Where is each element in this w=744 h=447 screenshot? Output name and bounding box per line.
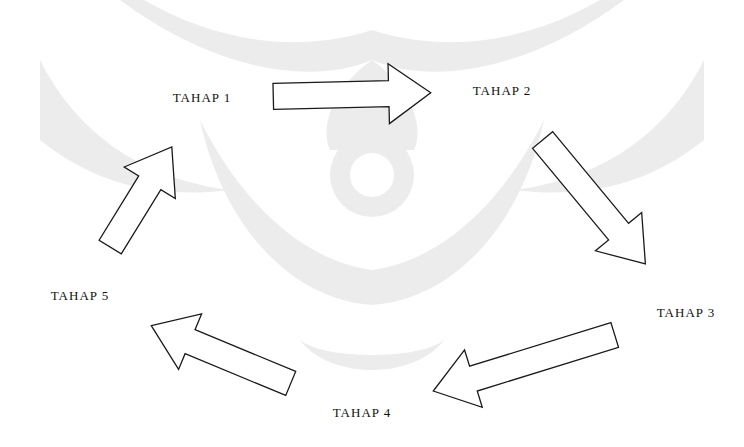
stage-text: TAHAP 2 (473, 83, 532, 99)
stage-text: TAHAP 3 (657, 305, 716, 321)
stage-label: TAHAP 5 (47, 285, 114, 307)
block-arrow (273, 64, 431, 124)
stage-label: TAHAP 2 (469, 80, 536, 102)
block-arrow (99, 147, 175, 254)
block-arrow (533, 132, 646, 264)
stage-text: TAHAP 1 (173, 90, 232, 106)
block-arrow (151, 314, 295, 395)
stage-label: TAHAP 1 (169, 87, 236, 109)
stage-text: TAHAP 5 (51, 288, 110, 304)
stage-text: TAHAP 4 (333, 405, 392, 421)
stage-label: TAHAP 4 (329, 402, 396, 424)
block-arrow (433, 323, 618, 408)
stage-label: TAHAP 3 (653, 302, 720, 324)
